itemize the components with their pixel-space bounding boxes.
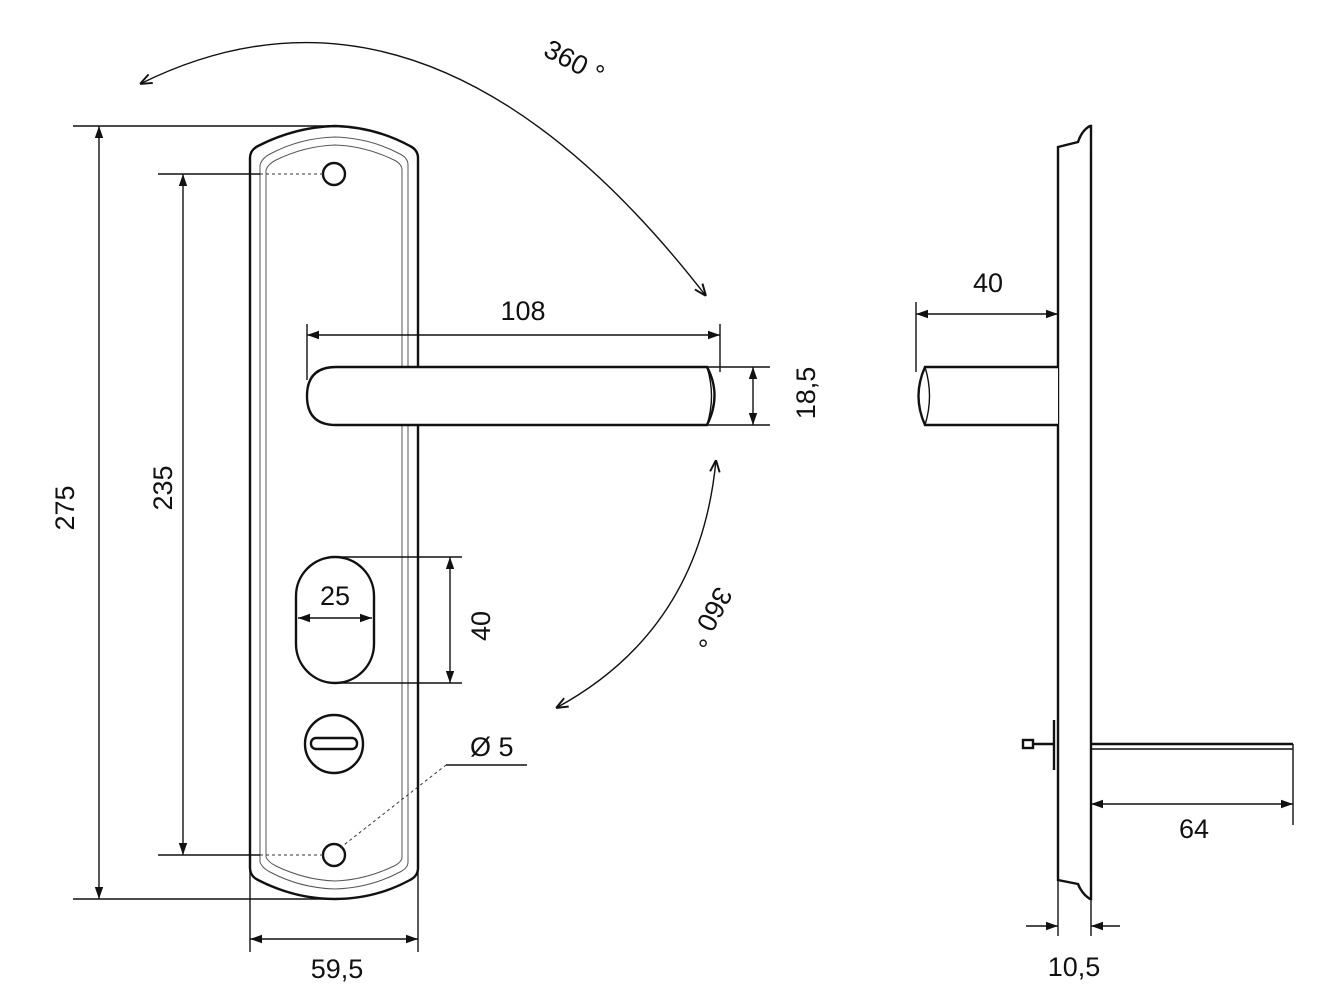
dim-hole-diameter: Ø 5 [339, 732, 527, 849]
side-lever-stub [917, 365, 1058, 427]
dim-lever-diameter: 18,5 [707, 366, 821, 426]
spindle-length-label: 64 [1179, 814, 1209, 844]
rotation-top-label: 360 ° [539, 34, 609, 90]
side-view [917, 124, 1293, 901]
lever-tip-line [706, 366, 713, 426]
dim-lever-length: 108 [306, 296, 721, 380]
hole-spacing-label: 235 [148, 465, 178, 510]
rotation-arc-bottom: 360 ° [556, 460, 738, 708]
plate-width-label: 59,5 [311, 954, 364, 984]
privacy-turn [303, 713, 365, 775]
dim-plate-thickness: 10,5 [1026, 880, 1120, 982]
dim-lever-projection: 40 [915, 268, 1058, 372]
front-view [248, 124, 716, 901]
back-plate-outline [248, 124, 420, 901]
dim-plate-width: 59,5 [249, 870, 419, 984]
back-plate-inner-line [259, 136, 409, 890]
cylinder-width-label: 25 [320, 581, 350, 611]
dim-plate-height: 275 [50, 125, 335, 900]
lever-diameter-label: 18,5 [791, 367, 821, 420]
side-plate-profile [1056, 124, 1093, 901]
lever-handle [305, 365, 716, 427]
dim-hole-spacing: 235 [148, 173, 323, 856]
rotation-bottom-label: 360 ° [682, 582, 738, 652]
plate-thickness-label: 10,5 [1048, 952, 1101, 982]
plate-height-label: 275 [50, 485, 80, 530]
hole-diameter-label: Ø 5 [470, 732, 514, 762]
side-lever-end [924, 366, 931, 426]
privacy-slot [309, 736, 359, 751]
lever-projection-label: 40 [973, 268, 1003, 298]
cylinder-height-label: 40 [466, 611, 496, 641]
cylinder-cutout [294, 555, 376, 685]
lever-length-label: 108 [500, 296, 545, 326]
dim-cylinder-width: 25 [298, 581, 372, 623]
rotation-arc-top: 360 ° [140, 34, 706, 296]
dim-spindle-length: 64 [1091, 744, 1294, 844]
dim-cylinder-height: 40 [335, 556, 496, 684]
top-screw-hole [321, 161, 347, 187]
